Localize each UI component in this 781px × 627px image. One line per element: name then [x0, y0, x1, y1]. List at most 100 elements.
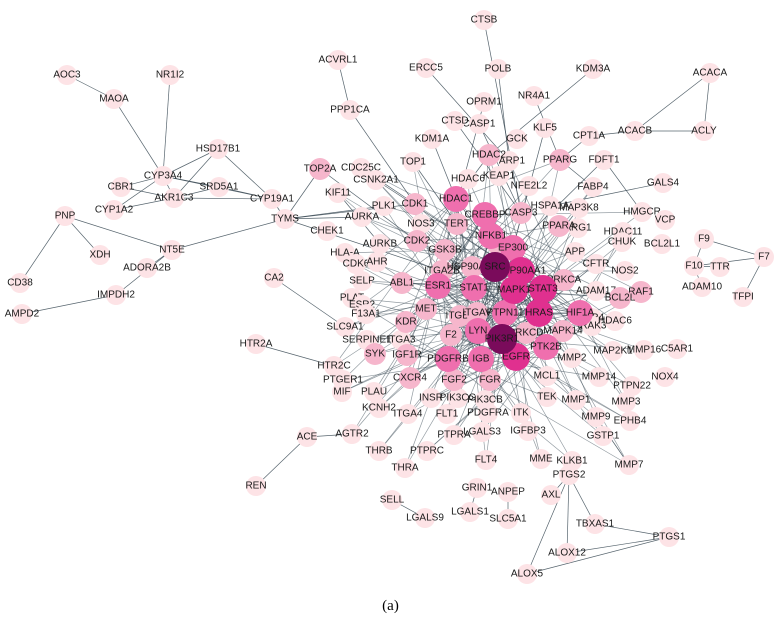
gene-node: TYMS: [271, 209, 299, 229]
gene-node: PTPN22: [613, 376, 651, 396]
gene-node-label: IGF1R: [392, 350, 421, 361]
gene-node-label: SRC: [484, 262, 505, 273]
gene-node-label: KCNH2: [362, 403, 396, 414]
edge: [693, 256, 765, 267]
gene-node-circle: [364, 343, 386, 365]
edge: [173, 197, 273, 200]
gene-node-label: PARP1: [493, 156, 525, 167]
gene-node-circle: [417, 441, 437, 461]
gene-node: IGB: [468, 346, 494, 372]
gene-node-label: FABP4: [577, 182, 609, 193]
gene-node-label: HDAC11: [604, 227, 643, 238]
gene-node: NFE2L2: [511, 176, 548, 196]
edge: [255, 343, 335, 367]
gene-node-label: CASP3: [505, 208, 538, 219]
gene-node-circle: [655, 367, 675, 387]
gene-node-circle: [416, 58, 436, 78]
gene-node-label: BCL2L: [605, 293, 636, 304]
gene-node-label: NT5E: [159, 245, 185, 256]
gene-node-label: AOC3: [53, 70, 81, 81]
gene-node-circle: [562, 348, 582, 368]
gene-node: AURKA: [345, 207, 380, 227]
edge-dense: [542, 288, 627, 403]
gene-node: F13A1: [351, 304, 381, 324]
gene-node-circle: [499, 151, 519, 171]
gene-node: STAT3: [528, 275, 558, 303]
gene-node-circle: [468, 346, 494, 372]
gene-node-label: CA2: [264, 273, 284, 284]
gene-node: TERT: [444, 213, 470, 235]
gene-node: CD38: [7, 273, 33, 293]
gene-node-circle: [246, 334, 266, 354]
gene-node-circle: [435, 346, 461, 372]
gene-node: SELL: [380, 490, 405, 510]
gene-node-circle: [579, 126, 599, 146]
gene-node-label: MAP3K8: [559, 203, 599, 214]
gene-node-circle: [404, 193, 426, 215]
gene-node-circle: [489, 166, 509, 186]
gene-node: HRAS: [525, 299, 553, 327]
gene-node-label: GSK3B: [428, 245, 462, 256]
gene-node-circle: [655, 210, 675, 230]
gene-node-circle: [317, 221, 337, 241]
gene-node-label: CD38: [7, 278, 33, 289]
gene-node: IGF1R: [392, 344, 422, 366]
gene-node-label: EPHB4: [614, 416, 647, 427]
gene-node-label: XDH: [89, 250, 110, 261]
gene-node-circle: [208, 139, 228, 159]
gene-node-label: MMP7: [615, 460, 644, 471]
gene-node: ARG1: [564, 218, 592, 238]
gene-node: RAF1: [628, 281, 654, 303]
gene-node: MAP3K8: [559, 198, 599, 218]
gene-node: PPARA: [542, 215, 576, 237]
gene-node-circle: [369, 441, 389, 461]
gene-node-circle: [399, 367, 421, 389]
gene-node: PTK2B: [530, 334, 562, 360]
gene-node-label: ACLY: [691, 126, 717, 137]
gene-node-label: PDGFRA: [467, 408, 509, 419]
gene-node: CYP19A1: [250, 189, 294, 209]
gene-node: NR1I2: [156, 65, 185, 85]
gene-node: KDR: [395, 311, 417, 333]
gene-node-circle: [583, 177, 603, 197]
gene-node-label: FGF2: [441, 375, 467, 386]
gene-node-label: CTSB: [471, 15, 498, 26]
gene-node: CDK1: [402, 193, 429, 215]
gene-node: ACACB: [618, 121, 653, 141]
gene-node: ALOX5: [511, 564, 544, 584]
gene-node: SLC9A1: [326, 317, 364, 337]
gene-node-label: ITGA2B: [424, 266, 460, 277]
gene-node-label: HIF1A: [566, 308, 595, 319]
gene-node-circle: [328, 183, 348, 203]
gene-node-circle: [634, 340, 654, 360]
gene-node-circle: [421, 388, 441, 408]
gene-node-label: HMGCR: [623, 207, 661, 218]
edge: [526, 474, 570, 575]
gene-node: CSNK2A1: [353, 170, 399, 190]
gene-node: ITGA4: [394, 404, 423, 424]
gene-node: HDAC6: [451, 169, 485, 189]
gene-node-label: INSR: [419, 393, 443, 404]
gene-node-label: F7: [758, 252, 770, 263]
gene-node-label: TFPI: [732, 292, 754, 303]
gene-node: ITGAV: [462, 302, 492, 324]
edge: [425, 67, 510, 162]
gene-node: HDAC2: [472, 144, 506, 166]
gene-node-label: MAPK1: [497, 285, 531, 296]
gene-node-label: CDK6: [343, 259, 370, 270]
gene-node: HSP90AB1: [447, 256, 498, 278]
gene-node: INSR: [419, 388, 443, 408]
edge-dense: [409, 312, 540, 379]
edge-dense: [406, 338, 503, 356]
gene-node: EP300: [498, 235, 528, 261]
gene-node-circle: [396, 344, 418, 366]
gene-node-label: ITGAV: [462, 308, 492, 319]
edge: [594, 523, 670, 538]
gene-node: PPP1CA: [330, 100, 370, 120]
edge: [255, 436, 308, 487]
gene-node-label: PTGS2: [553, 470, 586, 481]
gene-node-label: GCK: [506, 134, 528, 145]
gene-node: PRKCD: [508, 322, 544, 344]
gene-node-circle: [515, 322, 537, 344]
